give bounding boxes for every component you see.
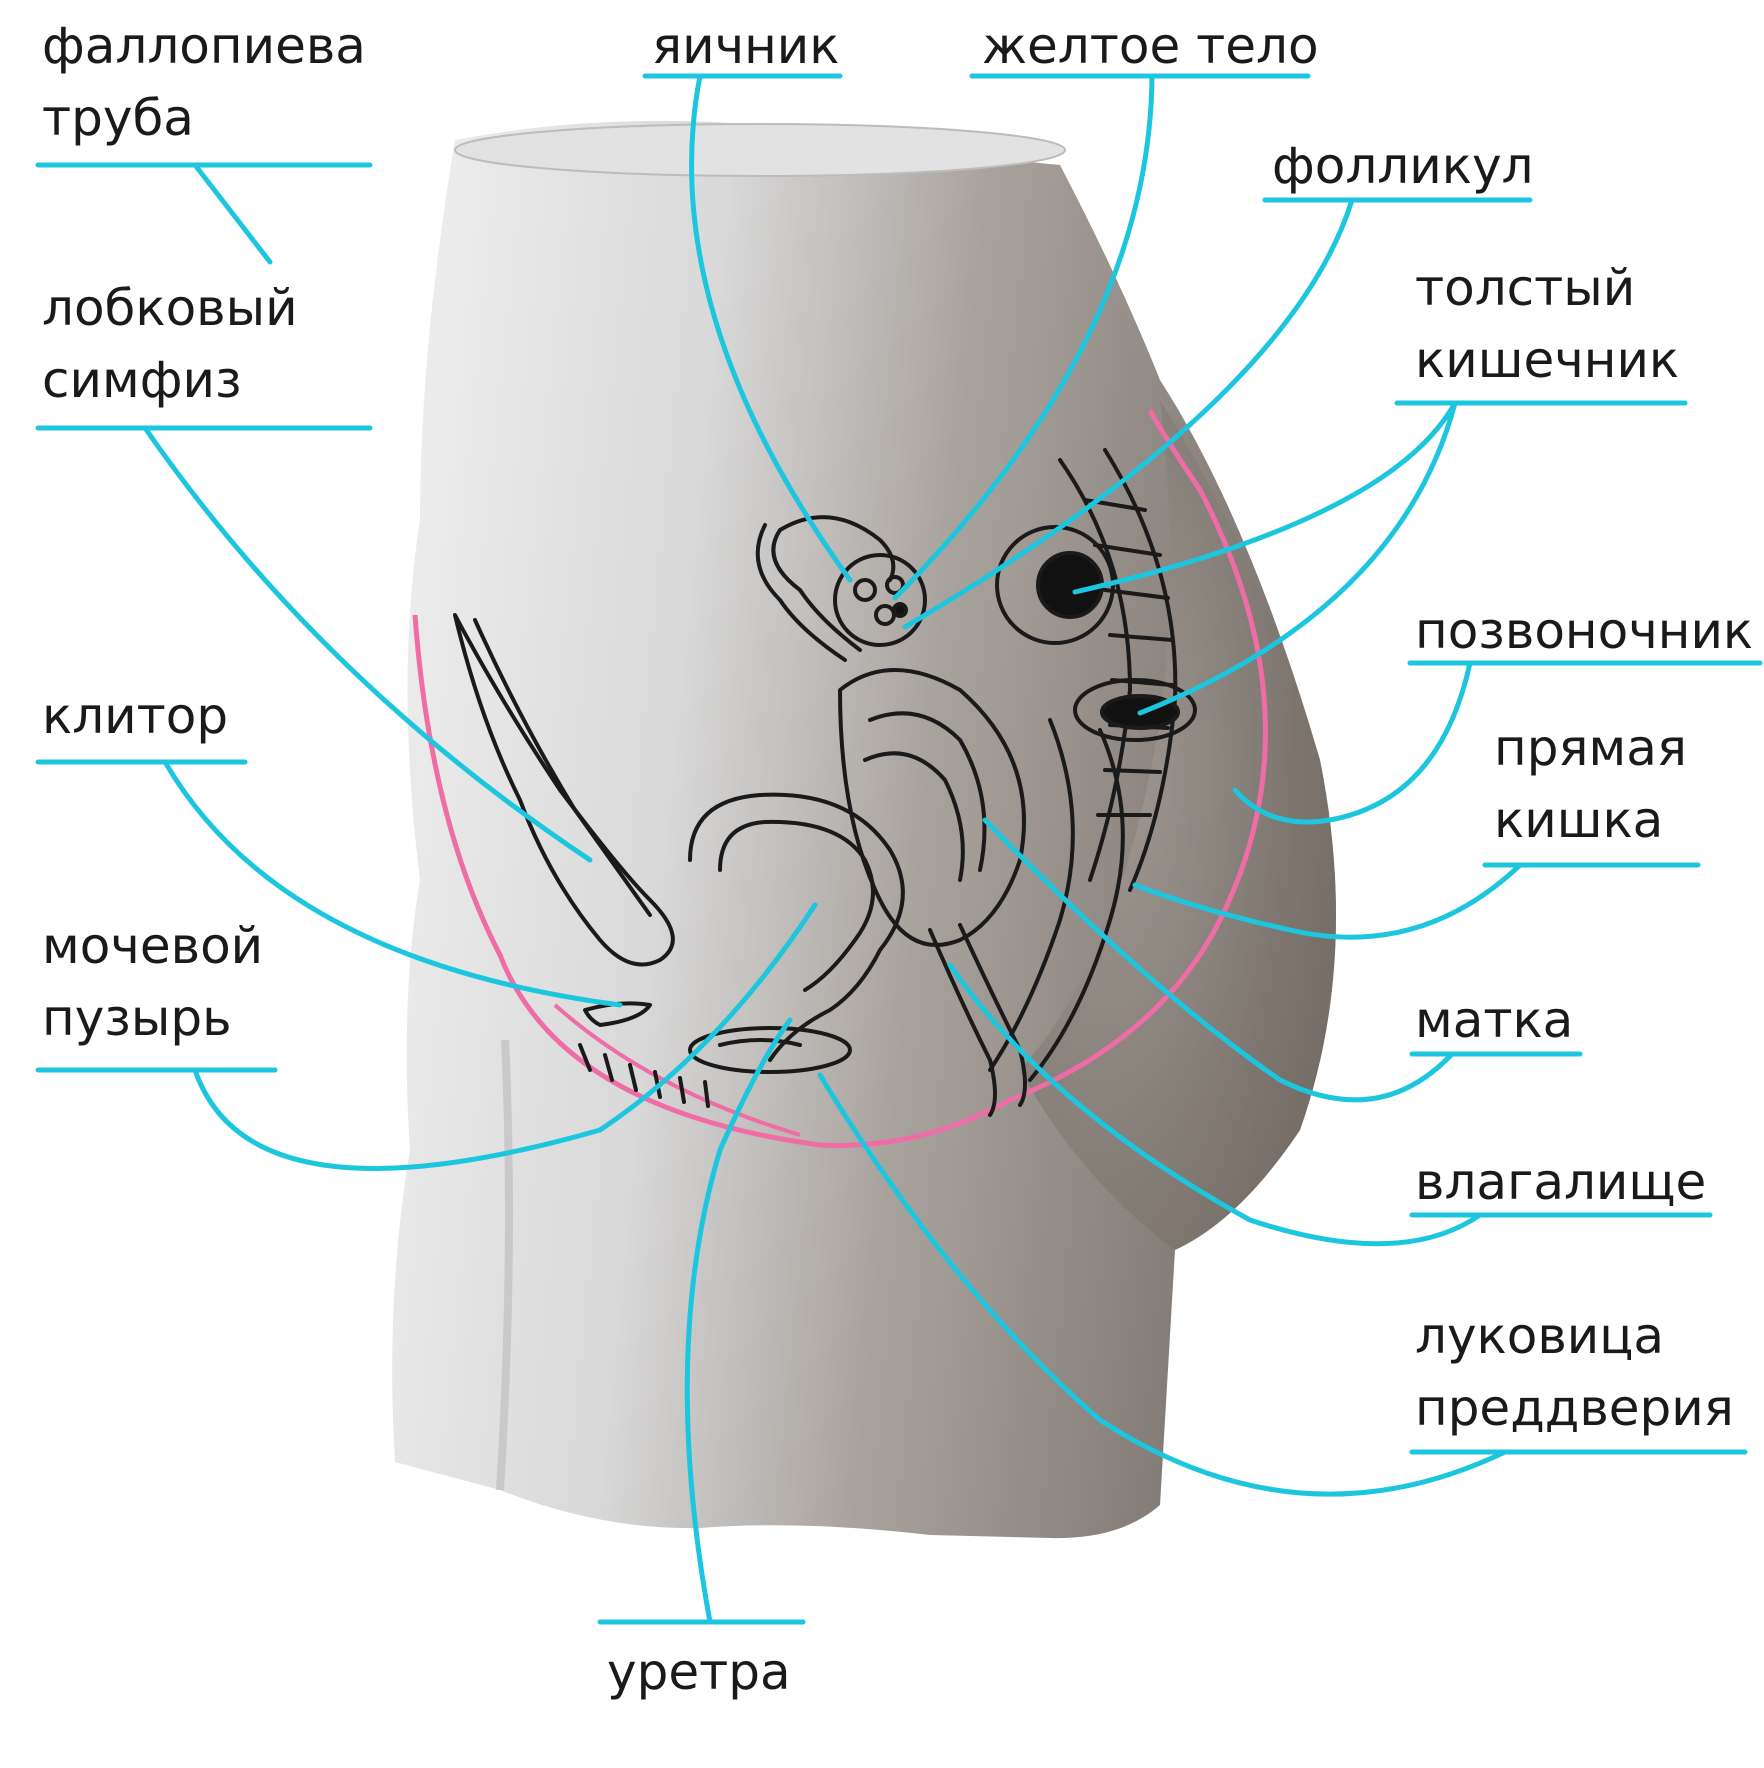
- leader-rectum: [1132, 862, 1701, 940]
- leader-urethra: [597, 1017, 806, 1625]
- leader-vagina: [947, 962, 1713, 1247]
- leader-fallopian-tube: [35, 162, 373, 265]
- waist-top: [454, 123, 1066, 177]
- label-vagina: влагалище: [1415, 1153, 1707, 1211]
- leader-lines: [35, 73, 1763, 1625]
- leader-follicle: [902, 197, 1533, 630]
- leader-clitoris: [35, 759, 623, 1008]
- intestine-loop-1-inner: [1036, 551, 1104, 619]
- torso-shape: [392, 120, 1337, 1539]
- mannequin-body: [392, 120, 1337, 1539]
- label-corpus-luteum: желтое тело: [982, 17, 1319, 75]
- intestine-loop-2: [1073, 678, 1197, 742]
- rectum-drawing: [988, 718, 1125, 1082]
- leader-vestibular-bulb: [817, 1072, 1748, 1497]
- leader-uterus: [982, 817, 1583, 1103]
- buttock-shade: [1020, 400, 1336, 1250]
- label-spine: позвоночник: [1415, 602, 1754, 660]
- leg-gap-shadow: [496, 1039, 513, 1491]
- label-uterus: матка: [1415, 991, 1574, 1049]
- label-clitoris: клитор: [42, 687, 229, 745]
- leader-corpus-luteum: [892, 73, 1311, 601]
- pubic-symphysis-drawing: [453, 613, 675, 967]
- ovary-drawing: [833, 553, 927, 647]
- leader-ovary: [642, 73, 853, 583]
- label-follicle: фолликул: [1272, 137, 1534, 195]
- vestibular-bulb-drawing: [688, 1026, 852, 1074]
- organs-drawing: [453, 448, 1197, 1117]
- leader-large-intestine: [1072, 400, 1688, 716]
- vagina-drawing: [928, 923, 1027, 1117]
- leader-spine: [1232, 660, 1763, 825]
- leader-pubic-symphysis: [35, 425, 593, 863]
- leader-bladder: [35, 902, 818, 1171]
- bladder-drawing: [688, 792, 905, 1062]
- fallopian-tube-drawing: [771, 515, 896, 652]
- label-urethra: уретра: [607, 1643, 791, 1701]
- label-ovary: яичник: [652, 17, 840, 75]
